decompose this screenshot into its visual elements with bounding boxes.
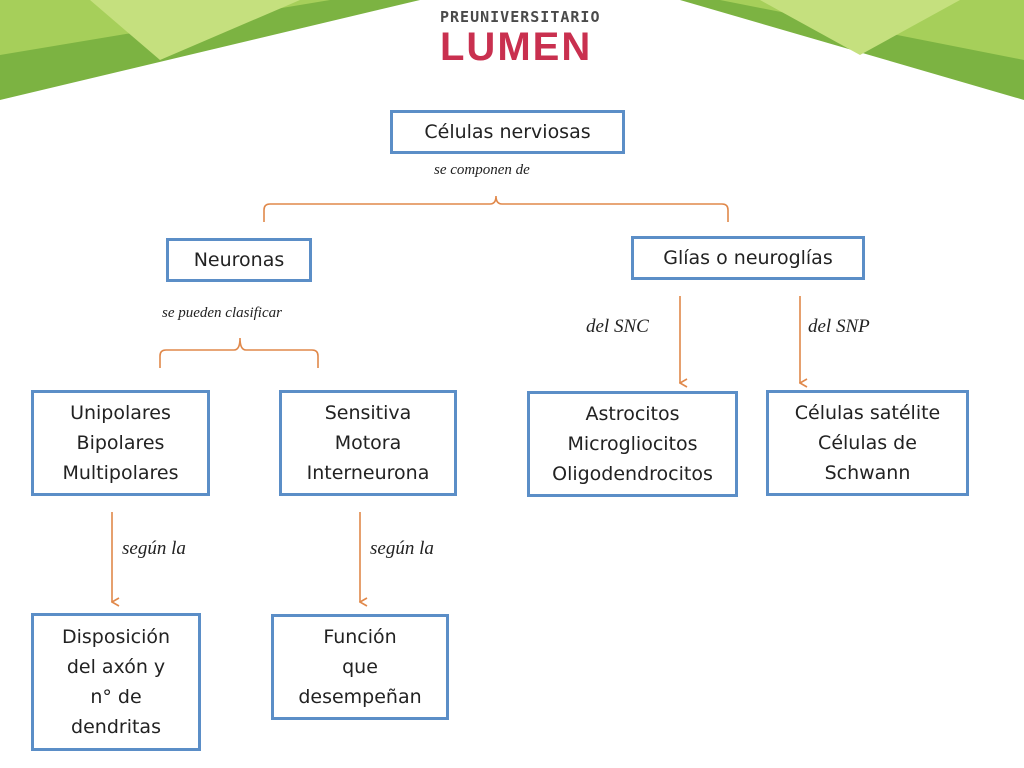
- lumen-logo: PREUNIVERSITARIO LUMEN: [440, 8, 601, 69]
- node-tipos-estructura: Unipolares Bipolares Multipolares: [31, 390, 210, 496]
- node-line: Bipolares: [76, 432, 165, 454]
- node-glia-snp: Células satélite Células de Schwann: [766, 390, 969, 496]
- node-line: Unipolares: [70, 402, 171, 424]
- node-tipos-funcion: Sensitiva Motora Interneurona: [279, 390, 457, 496]
- node-neuronas: Neuronas: [166, 238, 312, 282]
- node-celulas-nerviosas: Células nerviosas: [390, 110, 625, 154]
- node-line: del axón y: [66, 656, 166, 678]
- node-line: Astrocitos: [585, 403, 680, 425]
- node-line: Oligodendrocitos: [552, 463, 713, 485]
- label-se-componen: se componen de: [434, 162, 530, 178]
- node-line: Glías o neuroglías: [663, 247, 833, 269]
- label-del-snp: del SNP: [808, 316, 870, 337]
- node-line: dendritas: [71, 716, 161, 738]
- node-criterio-estructura: Disposición del axón y n° de dendritas: [31, 613, 201, 751]
- brace-top: [263, 195, 729, 222]
- node-criterio-funcion: Función que desempeñan: [271, 614, 449, 720]
- node-line: desempeñan: [298, 686, 422, 708]
- node-line: que: [342, 656, 378, 678]
- node-line: n° de: [90, 686, 142, 708]
- node-line: Motora: [334, 432, 402, 454]
- label-segun-2: según la: [370, 538, 434, 559]
- node-line: Células de: [818, 432, 917, 454]
- node-line: Multipolares: [62, 462, 179, 484]
- logo-main-text: LUMEN: [440, 25, 593, 69]
- node-line: Schwann: [824, 462, 911, 484]
- label-segun-1: según la: [122, 538, 186, 559]
- brace-neuronas: [159, 337, 319, 368]
- node-line: Células satélite: [794, 402, 941, 424]
- node-line: Disposición: [61, 626, 171, 648]
- label-se-pueden: se pueden clasificar: [162, 305, 282, 321]
- node-glias: Glías o neuroglías: [631, 236, 865, 280]
- logo-top-text: PREUNIVERSITARIO: [440, 8, 601, 26]
- node-line: Neuronas: [193, 249, 285, 271]
- node-line: Función: [323, 626, 397, 648]
- node-line: Microgliocitos: [567, 433, 698, 455]
- label-del-snc: del SNC: [586, 316, 649, 337]
- node-line: Sensitiva: [324, 402, 412, 424]
- node-line: Células nerviosas: [424, 121, 591, 143]
- green-corner-decoration: [0, 0, 1024, 100]
- node-glia-snc: Astrocitos Microgliocitos Oligodendrocit…: [527, 391, 738, 497]
- node-line: Interneurona: [306, 462, 430, 484]
